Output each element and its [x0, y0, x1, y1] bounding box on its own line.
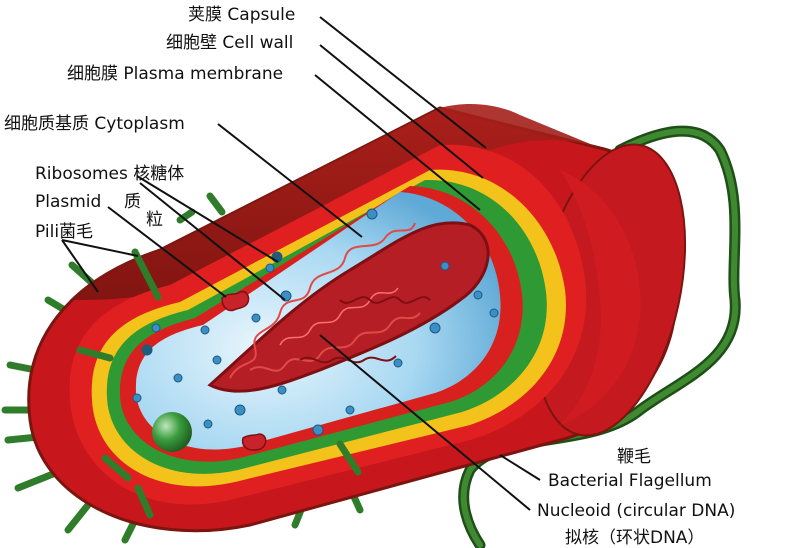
inclusion-body	[152, 412, 192, 452]
plasmids	[221, 290, 267, 451]
label-ribosomes-en: Ribosomes	[35, 164, 128, 184]
label-ribosomes: Ribosomes 核糖体	[35, 164, 184, 184]
label-capsule-zh: 荚膜	[188, 5, 222, 25]
label-plasma-membrane-zh: 细胞膜	[67, 64, 118, 84]
label-pili-zh: 菌毛	[59, 222, 94, 242]
label-plasmid-zh-1: 质	[124, 192, 141, 212]
label-ribosomes-zh: 核糖体	[133, 164, 185, 184]
label-capsule-en: Capsule	[227, 5, 296, 25]
label-plasma-membrane: 细胞膜 Plasma membrane	[67, 64, 283, 84]
label-cell-wall: 细胞壁 Cell wall	[166, 33, 293, 53]
label-cell-wall-zh: 细胞壁	[166, 33, 217, 53]
label-cytoplasm: 细胞质基质 Cytoplasm	[4, 114, 185, 134]
label-nucleoid-en: Nucleoid (circular DNA)	[537, 501, 736, 521]
label-cytoplasm-en: Cytoplasm	[94, 114, 185, 134]
label-pili-en: Pili	[35, 222, 60, 242]
label-flagellum-en: Bacterial Flagellum	[548, 471, 712, 491]
label-capsule: 荚膜 Capsule	[188, 5, 295, 25]
label-plasma-membrane-en: Plasma membrane	[123, 64, 284, 84]
nucleoid	[207, 221, 490, 393]
label-cell-wall-en: Cell wall	[222, 33, 294, 53]
label-plasmid-zh-2: 粒	[146, 210, 163, 230]
leader-lines	[61, 16, 541, 511]
label-pili: Pili菌毛	[35, 222, 93, 242]
label-flagellum-zh: 鞭毛	[617, 447, 651, 467]
label-plasmid-en: Plasmid	[35, 192, 102, 212]
label-plasmid: Plasmid	[35, 192, 101, 212]
label-cytoplasm-zh: 细胞质基质	[4, 114, 89, 134]
label-nucleoid-zh: 拟核（环状DNA）	[565, 528, 705, 548]
